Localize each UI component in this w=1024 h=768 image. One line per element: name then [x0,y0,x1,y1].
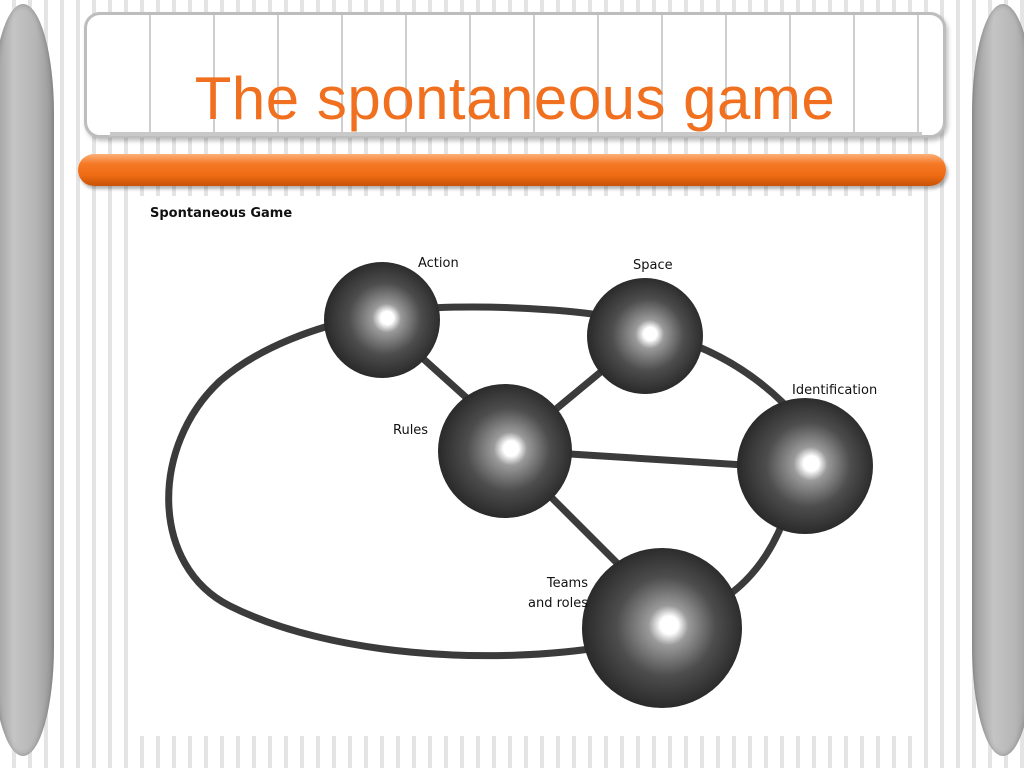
diagram-title: Spontaneous Game [150,206,293,221]
right-pillar-decoration [972,4,1024,756]
node-space-label: Space [633,258,673,273]
node-rules-sphere [438,384,572,518]
connection-rules-identification [566,450,764,470]
node-identification-label: Identification [792,383,878,398]
accent-bar [78,154,946,186]
node-teams-label-line1: Teams [546,576,588,591]
diagram-panel: Spontaneous Game Action Space Identifica… [130,196,918,736]
node-action-sphere [324,262,440,378]
network-diagram [165,262,873,708]
node-teams-label-line2: and roles [528,596,588,611]
title-divider [110,132,922,136]
node-teams-sphere [582,548,742,708]
title-frame: The spontaneous game [84,12,946,138]
slide-title: The spontaneous game [194,65,836,132]
node-teams-label: Teams and roles [518,574,588,614]
node-rules-label: Rules [393,423,429,438]
node-identification-sphere [737,398,873,534]
left-pillar-decoration [0,4,54,756]
node-space-sphere [587,278,703,394]
connection-outer-loop [165,303,804,660]
node-action-label: Action [418,256,459,271]
